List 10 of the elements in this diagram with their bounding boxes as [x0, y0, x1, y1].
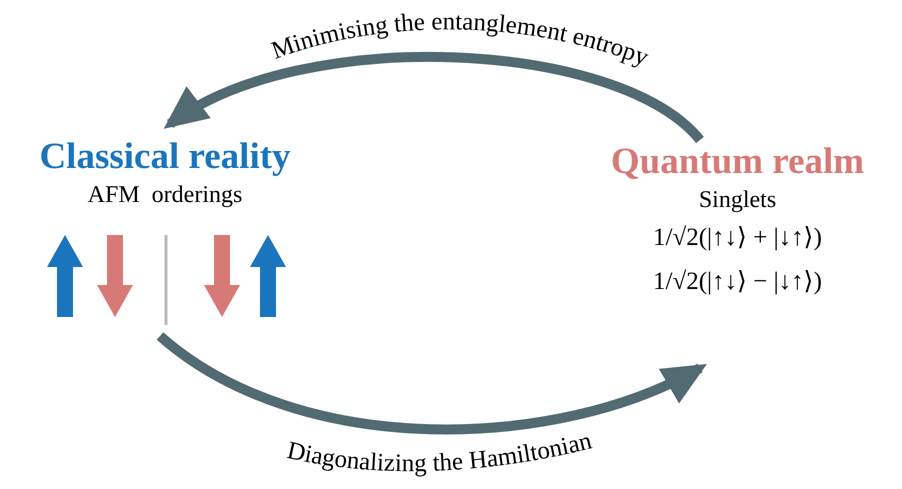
heading: Classical reality: [38, 135, 292, 179]
curved-arrow: [156, 332, 708, 434]
curved-arrow: [163, 52, 704, 144]
edge-label: Minimising the entanglement entropy: [268, 8, 652, 72]
formula: 1/√2(|↑↓⟩ − |↓↑⟩): [652, 267, 823, 297]
edge-label: Diagonalizing the Hamiltonian: [284, 427, 594, 478]
subheading: Singlets: [698, 186, 778, 215]
formula: 1/√2(|↑↓⟩ + |↓↑⟩): [652, 223, 823, 253]
heading: Quantum realm: [610, 140, 866, 184]
subheading: AFM orderings: [86, 181, 244, 210]
